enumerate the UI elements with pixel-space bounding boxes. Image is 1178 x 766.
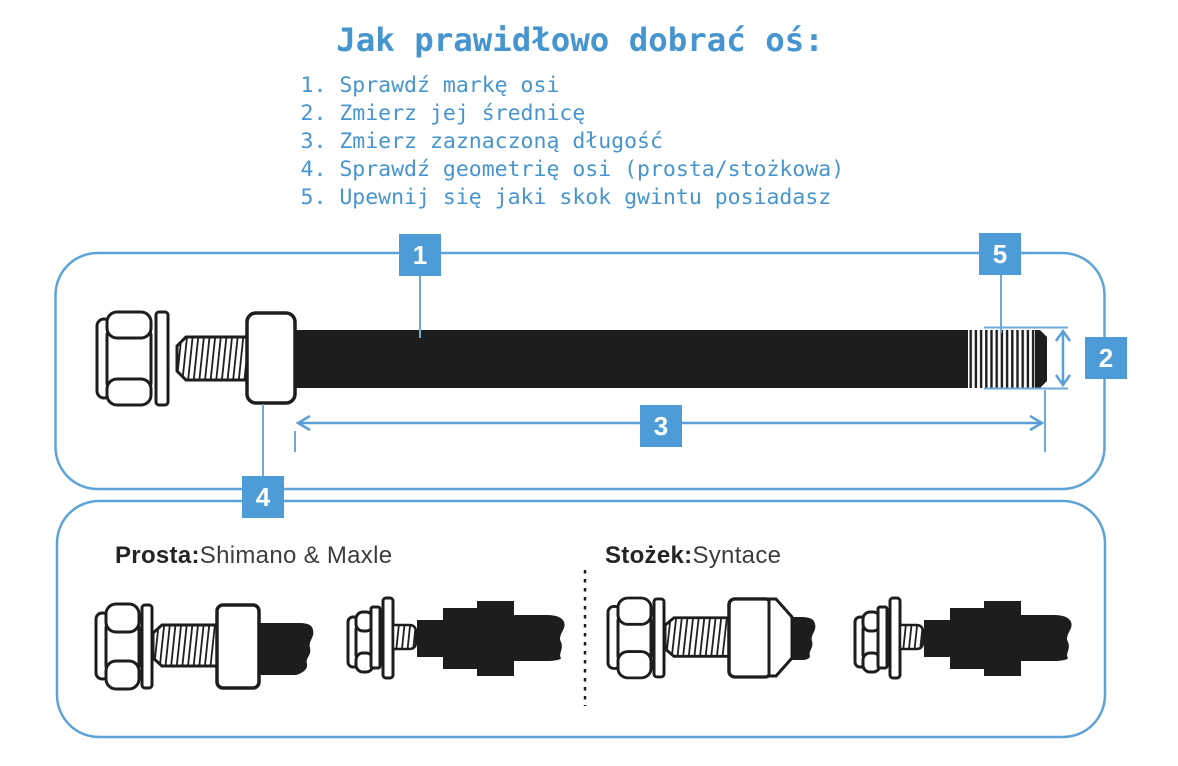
axle-thread-right (968, 330, 1035, 388)
steps-list: 1. Sprawdź markę osi 2. Zmierz jej średn… (301, 72, 845, 213)
marker-1: 1 (399, 234, 441, 276)
page-title: Jak prawidłowo dobrać oś: (336, 21, 824, 59)
marker-3: 3 (640, 405, 682, 447)
prosta-label-bold: Prosta: (115, 542, 200, 569)
lower-panel-border (55, 499, 1107, 739)
marker-2: 2 (1085, 337, 1127, 379)
prosta-axle-2 (346, 596, 567, 680)
prosta-label: Prosta:Shimano & Maxle (115, 542, 392, 570)
axle-diagram (95, 310, 1047, 407)
step-item: 2. Zmierz jej średnicę (300, 100, 586, 126)
axle-shaft (295, 330, 968, 388)
marker-5: 5 (979, 233, 1021, 275)
prosta-axle-1 (94, 602, 314, 691)
step-item: 5. Upewnij się jaki skok gwintu posiadas… (300, 185, 832, 211)
stozek-label: Stożek:Syntace (605, 542, 781, 570)
axle-collar (245, 311, 297, 405)
step-item: 3. Zmierz zaznaczoną długość (300, 128, 663, 154)
stozek-axle-2 (853, 596, 1074, 680)
marker-4: 4 (242, 476, 284, 518)
prosta-brands: Shimano & Maxle (199, 542, 393, 569)
step-item: 4. Sprawdź geometrię osi (prosta/stożkow… (300, 157, 845, 183)
axle-tip (1035, 330, 1047, 388)
step-item: 1. Sprawdź markę osi (300, 72, 560, 98)
stozek-axle-1 (606, 596, 816, 680)
axle-washer (154, 310, 170, 407)
stozek-label-bold: Stożek: (605, 542, 693, 569)
stozek-brands: Syntace (692, 542, 782, 569)
